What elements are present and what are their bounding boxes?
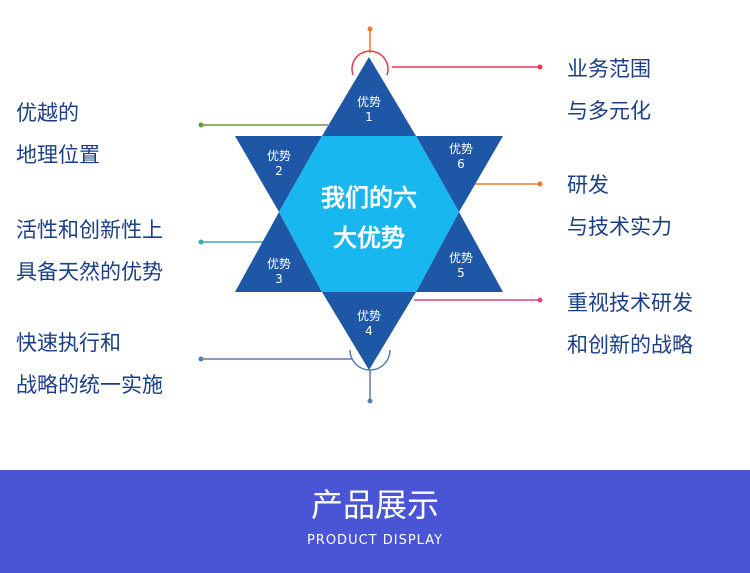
star-point-4 bbox=[322, 292, 416, 370]
advantage-2-label: 优势 bbox=[267, 149, 291, 163]
right-text-2-line-2: 与技术实力 bbox=[567, 215, 672, 239]
left-text-2: 活性和创新性上 具备天然的优势 bbox=[16, 209, 163, 293]
banner-subtitle: PRODUCT DISPLAY bbox=[306, 533, 444, 548]
center-hexagon bbox=[279, 136, 459, 292]
right-text-2: 研发 与技术实力 bbox=[567, 164, 672, 248]
left-text-2-line-1: 活性和创新性上 bbox=[16, 218, 163, 242]
connector-arc-bottom bbox=[349, 349, 391, 371]
left-text-1-line-2: 地理位置 bbox=[16, 143, 100, 167]
advantage-3-number: 3 bbox=[275, 272, 283, 286]
right-text-3-line-1: 重视技术研发 bbox=[567, 291, 693, 315]
advantage-4-label: 优势 bbox=[357, 309, 381, 323]
star-point-2 bbox=[235, 136, 322, 212]
left-text-2-line-2: 具备天然的优势 bbox=[16, 260, 163, 284]
center-title-line-2: 大优势 bbox=[333, 224, 405, 252]
star-point-5 bbox=[416, 212, 503, 292]
advantage-2-number: 2 bbox=[275, 164, 283, 178]
advantage-6-number: 6 bbox=[457, 157, 465, 171]
connector-dot-right-1 bbox=[537, 64, 543, 70]
star-point-1 bbox=[322, 57, 416, 136]
connector-dot-left-2 bbox=[198, 239, 204, 245]
right-text-2-line-1: 研发 bbox=[567, 173, 609, 197]
connector-dot-left-3 bbox=[198, 356, 204, 362]
right-text-3-line-2: 和创新的战略 bbox=[567, 333, 693, 357]
right-text-1-line-2: 与多元化 bbox=[567, 99, 651, 123]
banner-title: 产品展示 bbox=[310, 486, 439, 524]
advantage-4-number: 4 bbox=[365, 324, 373, 338]
six-advantages-diagram: 我们的六 大优势 优势 1 优势 2 优势 3 优势 4 优势 5 优势 6 bbox=[198, 26, 543, 404]
left-text-1-line-1: 优越的 bbox=[16, 101, 79, 125]
connector-dot-left-1 bbox=[198, 122, 204, 128]
advantage-1-number: 1 bbox=[365, 110, 373, 124]
product-display-banner: 产品展示 PRODUCT DISPLAY bbox=[0, 470, 750, 573]
right-text-1: 业务范围 与多元化 bbox=[567, 48, 651, 132]
left-text-3-line-1: 快速执行和 bbox=[16, 331, 121, 355]
star-point-3 bbox=[235, 212, 322, 292]
left-text-3-line-2: 战略的统一实施 bbox=[16, 373, 163, 397]
center-title-line-1: 我们的六 bbox=[321, 184, 417, 212]
advantage-3-label: 优势 bbox=[267, 257, 291, 271]
left-text-1: 优越的 地理位置 bbox=[16, 92, 100, 176]
connector-dot-bottom bbox=[367, 398, 373, 404]
advantage-5-label: 优势 bbox=[449, 251, 473, 265]
advantage-5-number: 5 bbox=[457, 266, 465, 280]
connector-dot-right-3 bbox=[537, 297, 543, 303]
connector-dot-right-2 bbox=[537, 181, 543, 187]
left-text-3: 快速执行和 战略的统一实施 bbox=[16, 322, 163, 406]
connector-dot-top bbox=[367, 26, 373, 32]
advantage-6-label: 优势 bbox=[449, 142, 473, 156]
advantage-1-label: 优势 bbox=[357, 95, 381, 109]
right-text-3: 重视技术研发 和创新的战略 bbox=[567, 282, 693, 366]
connector-arc-top bbox=[351, 50, 389, 76]
right-text-1-line-1: 业务范围 bbox=[567, 57, 651, 81]
star-point-6 bbox=[416, 136, 503, 212]
